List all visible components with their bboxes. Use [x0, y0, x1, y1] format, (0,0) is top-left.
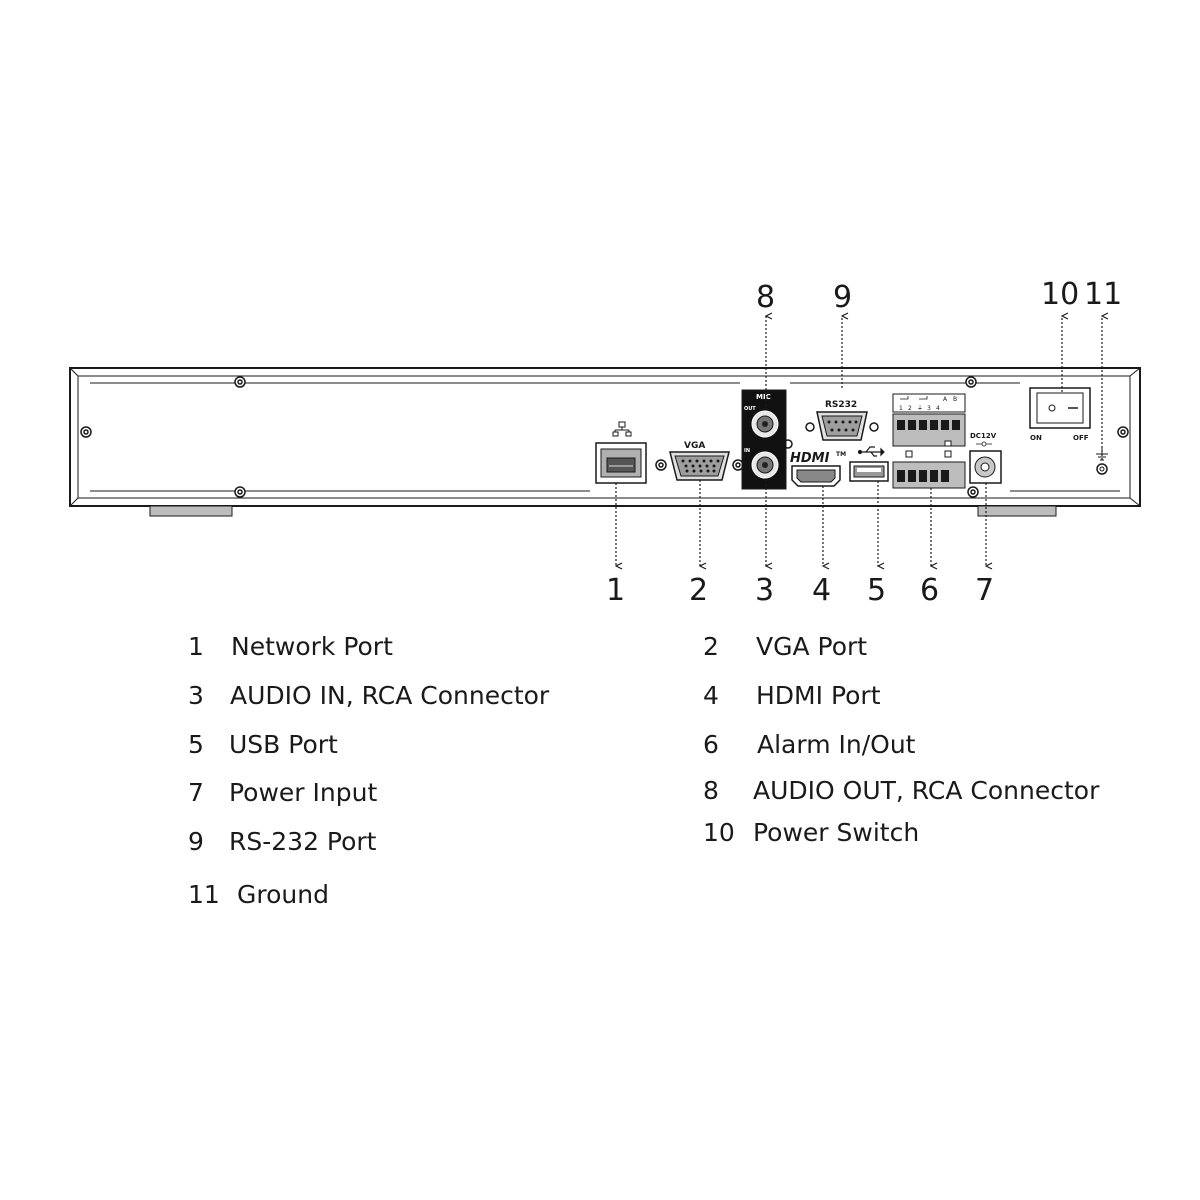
callout-1: 1 — [606, 573, 625, 608]
callout-5: 5 — [867, 573, 886, 608]
mic-in-label: IN — [744, 448, 750, 454]
hdmi-label: HDMI — [790, 451, 830, 466]
svg-text:1: 1 — [899, 405, 903, 412]
mic-label: MIC — [756, 393, 771, 401]
hdmi-tm: TM — [836, 451, 846, 458]
audio-block: MIC OUT IN — [741, 389, 787, 490]
svg-text:2: 2 — [908, 405, 912, 412]
callout-9: 9 — [833, 280, 852, 315]
callout-3: 3 — [755, 573, 774, 608]
chassis-screws — [80, 376, 1129, 498]
callout-numbers: 1 2 3 4 5 6 7 8 9 10 11 — [606, 277, 1122, 608]
callout-8: 8 — [756, 280, 775, 315]
svg-text:B: B — [953, 396, 957, 403]
vga-label: VGA — [684, 441, 705, 451]
callout-11: 11 — [1084, 277, 1122, 312]
usb-icon — [857, 446, 885, 457]
leader-lines — [616, 316, 1102, 566]
mic-out-label: OUT — [744, 406, 756, 412]
dc12v-label: DC12V — [970, 432, 997, 440]
network-icon — [612, 421, 632, 437]
svg-text:4: 4 — [936, 405, 940, 412]
alarm-top-labels: 1 2 ⏚ 3 4 A B — [899, 396, 957, 412]
vga-port: VGA — [669, 441, 730, 481]
network-port — [595, 421, 647, 484]
svg-text:A: A — [943, 396, 948, 403]
callout-6: 6 — [920, 573, 939, 608]
rs232-label: RS232 — [825, 400, 857, 410]
chassis-feet — [149, 505, 1057, 517]
svg-text:3: 3 — [927, 405, 931, 412]
alarm-terminal: 1 2 ⏚ 3 4 A B — [892, 393, 966, 489]
dc-power-input: DC12V — [969, 432, 1002, 484]
power-switch: ON OFF — [1029, 387, 1091, 442]
svg-text:⏚: ⏚ — [917, 405, 923, 412]
usb-port — [849, 446, 889, 482]
callout-7: 7 — [975, 573, 994, 608]
rs232-port: RS232 — [816, 400, 868, 441]
callout-10: 10 — [1041, 277, 1079, 312]
audio-out-rca — [751, 410, 779, 438]
callout-2: 2 — [689, 573, 708, 608]
hdmi-port: HDMI TM — [790, 451, 846, 487]
switch-off-label: OFF — [1073, 434, 1089, 442]
switch-on-label: ON — [1030, 434, 1042, 442]
dc-polarity-icon — [976, 441, 992, 447]
callout-4: 4 — [812, 573, 831, 608]
audio-in-rca — [751, 451, 779, 479]
